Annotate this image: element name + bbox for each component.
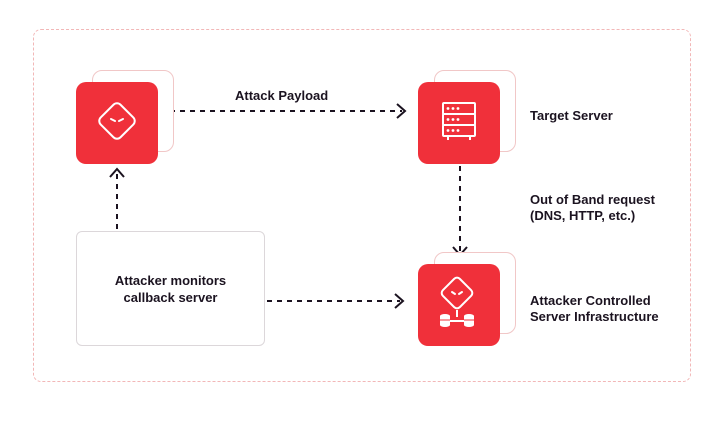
arrow-attack-payload-head bbox=[396, 103, 407, 119]
arrow-monitor-callback-head bbox=[394, 293, 405, 309]
arrow-monitor-up-head bbox=[109, 167, 125, 178]
oob-request-line-1: Out of Band request bbox=[530, 192, 655, 207]
server-rack-icon bbox=[436, 98, 482, 149]
attacker-icon bbox=[94, 98, 140, 149]
attacker-tile bbox=[76, 82, 158, 164]
monitor-line-2: callback server bbox=[123, 289, 218, 305]
target-server-label: Target Server bbox=[530, 108, 613, 123]
attacker-infra-label: Attacker Controlled Server Infrastructur… bbox=[530, 293, 659, 325]
monitor-callback-box: Attacker monitors callback server bbox=[76, 231, 265, 346]
attacker-infra-line-2: Server Infrastructure bbox=[530, 309, 659, 324]
attacker-with-databases-icon bbox=[431, 275, 487, 336]
attack-payload-label: Attack Payload bbox=[235, 88, 329, 103]
oob-request-label: Out of Band request (DNS, HTTP, etc.) bbox=[530, 192, 655, 224]
target-server-tile bbox=[418, 82, 500, 164]
attacker-node bbox=[76, 70, 174, 164]
target-server-node bbox=[418, 70, 516, 164]
oob-request-line-2: (DNS, HTTP, etc.) bbox=[530, 208, 636, 223]
attacker-infra-node bbox=[418, 252, 516, 346]
diagram-frame bbox=[33, 29, 691, 382]
attacker-infra-tile bbox=[418, 264, 500, 346]
monitor-line-1: Attacker monitors bbox=[114, 272, 227, 288]
attacker-infra-line-1: Attacker Controlled bbox=[530, 293, 651, 308]
monitor-callback-label: Attacker monitors callback server bbox=[115, 272, 226, 306]
